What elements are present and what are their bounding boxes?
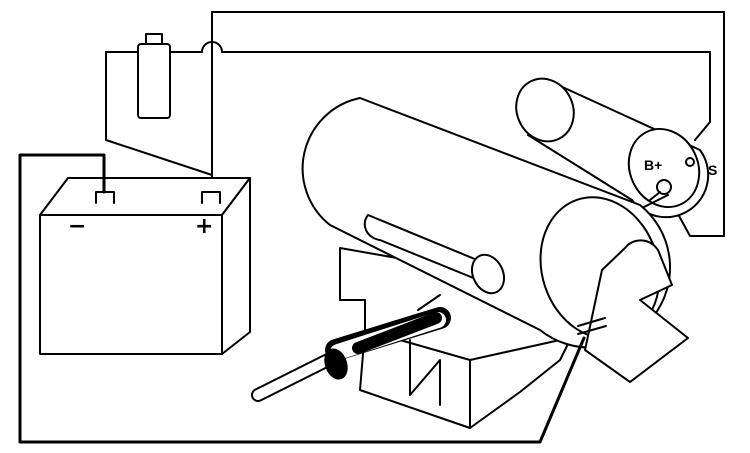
remote-starter-probe: [251, 294, 451, 402]
s-terminal-post: [685, 157, 695, 167]
b-plus-terminal-label: B+: [644, 157, 662, 173]
wire-b-plus-to-positive: [211, 11, 725, 237]
remote-switch: [137, 33, 171, 119]
s-terminal-label: S: [708, 162, 717, 178]
battery-negative-label: −: [68, 214, 86, 239]
ground-cable: [18, 153, 586, 444]
b-plus-terminal-post: [656, 179, 672, 195]
wire-switch-to-s-terminal: [105, 41, 711, 141]
battery-positive-label: +: [195, 214, 213, 239]
battery: [39, 177, 251, 355]
battery-positive-terminal: [201, 191, 221, 204]
starter-motor-body: [301, 97, 689, 383]
